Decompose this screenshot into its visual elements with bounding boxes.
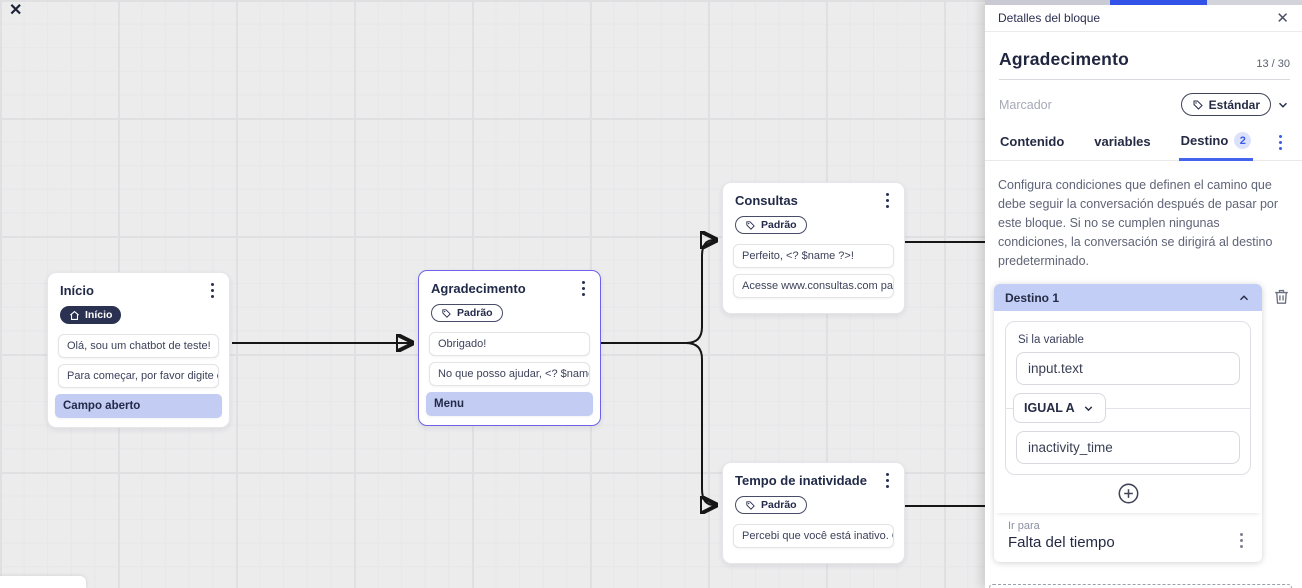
kebab-menu-icon[interactable] — [208, 281, 217, 300]
operator-value: IGUAL A — [1024, 401, 1075, 415]
destino-count-badge: 2 — [1234, 132, 1252, 149]
kebab-menu-icon[interactable] — [883, 191, 892, 210]
trash-icon[interactable] — [1272, 287, 1291, 306]
condition-card: Si la variable IGUAL A — [1005, 321, 1251, 475]
message-row[interactable]: Percebi que você está inativo. C... — [733, 523, 894, 548]
node-title: Agradecimento — [431, 281, 526, 296]
chevron-up-icon[interactable] — [1237, 291, 1251, 305]
add-condition-icon[interactable] — [1117, 482, 1140, 505]
message-row[interactable]: Acesse www.consultas.com par... — [733, 273, 894, 298]
chevron-down-icon — [1084, 405, 1092, 411]
block-details-panel: Detalles del bloque ✕ Agradecimento 13 /… — [985, 0, 1302, 588]
badge-label: Padrão — [457, 307, 493, 319]
char-counter: 13 / 30 — [1256, 58, 1290, 70]
marker-value: Estándar — [1208, 97, 1260, 112]
edge-agradecimento-consultas — [601, 240, 714, 344]
block-name-input[interactable]: Agradecimento — [999, 49, 1129, 69]
node-title: Tempo de inatividade — [735, 473, 867, 488]
top-strip-accent — [1110, 0, 1207, 5]
chevron-down-icon[interactable] — [1276, 98, 1290, 112]
node-consultas[interactable]: Consultas Padrão Perfeito, <? $name ?>! … — [722, 182, 905, 314]
tab-destino[interactable]: Destino 2 — [1178, 130, 1254, 161]
tag-icon — [746, 500, 755, 510]
go-to-section[interactable]: Ir para Falta del tiempo — [994, 513, 1262, 562]
go-to-value: Falta del tiempo — [1008, 534, 1115, 551]
close-icon[interactable]: ✕ — [1276, 9, 1289, 27]
kebab-menu-icon[interactable] — [579, 279, 588, 298]
tag-icon — [1193, 100, 1203, 110]
value-input[interactable] — [1016, 431, 1240, 464]
operator-dropdown[interactable]: IGUAL A — [1013, 393, 1106, 423]
option-row[interactable]: Menu — [426, 391, 593, 416]
tab-variables[interactable]: variables — [1094, 134, 1151, 149]
home-icon — [70, 310, 79, 320]
message-row[interactable]: Para começar, por favor digite o ... — [58, 363, 219, 388]
node-type-badge: Padrão — [431, 304, 503, 322]
canvas-corner-mark: ✕ — [9, 2, 23, 19]
badge-label: Padrão — [761, 219, 797, 231]
destination-card: Destino 1 Si la variable IGUAL A — [994, 284, 1262, 562]
destination-description: Configura condiciones que definen el cam… — [998, 178, 1279, 268]
message-row[interactable]: Obrigado! — [429, 331, 590, 356]
kebab-menu-icon[interactable] — [883, 471, 892, 490]
tabs-kebab-menu-icon[interactable] — [1276, 133, 1285, 152]
badge-label: Início — [85, 309, 113, 321]
go-to-label: Ir para — [1008, 520, 1040, 532]
option-row[interactable]: Campo aberto — [55, 393, 222, 418]
add-destination-button[interactable]: Agregar destino — [989, 584, 1292, 588]
destination-card-header[interactable]: Destino 1 — [994, 284, 1262, 311]
node-type-badge: Início — [60, 306, 122, 324]
node-inicio[interactable]: Início Início Olá, sou um chatbot de tes… — [47, 272, 230, 428]
tag-icon — [442, 308, 451, 318]
node-type-badge: Padrão — [735, 496, 807, 514]
node-title: Início — [60, 283, 94, 298]
tag-icon — [746, 220, 755, 230]
canvas-bottom-toolbar — [0, 576, 86, 588]
marker-placeholder[interactable]: Marcador — [999, 97, 1052, 112]
node-type-badge: Padrão — [735, 216, 807, 234]
go-to-kebab-menu-icon[interactable] — [1237, 531, 1246, 550]
message-row[interactable]: Perfeito, <? $name ?>! — [733, 243, 894, 268]
destination-title: Destino 1 — [1005, 290, 1060, 305]
panel-top-strip — [985, 0, 1302, 5]
badge-label: Padrão — [761, 499, 797, 511]
tab-contenido[interactable]: Contenido — [1000, 134, 1065, 149]
node-tempo-inatividade[interactable]: Tempo de inatividade Padrão Percebi que … — [722, 462, 905, 564]
panel-tabs: Contenido variables Destino 2 — [985, 130, 1302, 161]
marker-type-pill[interactable]: Estándar — [1180, 93, 1271, 116]
node-agradecimento[interactable]: Agradecimento Padrão Obrigado! No que po… — [418, 270, 601, 426]
condition-label: Si la variable — [1018, 334, 1084, 346]
node-title: Consultas — [735, 193, 798, 208]
message-row[interactable]: No que posso ajudar, <? $name ... — [429, 361, 590, 386]
message-row[interactable]: Olá, sou um chatbot de teste! — [58, 333, 219, 358]
variable-input[interactable] — [1016, 352, 1240, 385]
panel-title: Detalles del bloque — [998, 11, 1101, 25]
edge-agradecimento-tempo — [601, 342, 714, 505]
